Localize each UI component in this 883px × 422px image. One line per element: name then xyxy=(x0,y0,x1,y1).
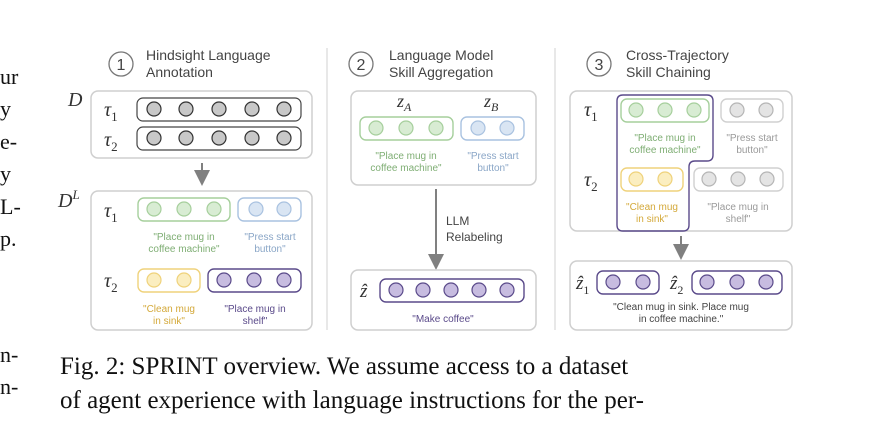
state-dots xyxy=(605,274,651,290)
skill-annotation: "Place mug in xyxy=(634,133,695,144)
skill-annotation: "Clean mug xyxy=(626,202,678,213)
skill-annotation: "Clean mug xyxy=(143,304,195,315)
chained-skill-annotation: in coffee machine." xyxy=(639,314,724,325)
skill-annotation: "Place mug in xyxy=(224,304,285,315)
state-dots xyxy=(388,282,515,298)
latent-label: zA xyxy=(396,91,412,114)
margin-fragment: ur xyxy=(0,64,19,89)
state-dots xyxy=(699,274,774,290)
panel-3-title: Cross-Trajectory xyxy=(626,47,729,63)
panel-1: 1 Hindsight Language Annotation D τ1 τ2 … xyxy=(57,47,313,331)
traj-label: τ1 xyxy=(104,200,118,225)
panel-3-number: 3 xyxy=(595,57,604,74)
state-dots xyxy=(216,272,292,288)
aggregated-latent-label: ẑ xyxy=(359,281,368,302)
panel-1-title-line2: Annotation xyxy=(146,64,213,80)
skill-annotation: "Place mug in xyxy=(153,232,214,243)
state-dots xyxy=(701,171,775,187)
state-dots xyxy=(368,120,444,136)
skill-annotation: "Press start xyxy=(244,232,296,243)
traj-label: τ1 xyxy=(104,99,118,124)
state-dots xyxy=(146,130,292,146)
skill-annotation: coffee machine" xyxy=(370,163,442,174)
panel-number-circle xyxy=(348,51,374,77)
chained-latent-label: ẑ2 xyxy=(669,273,683,297)
relabeled-dataset-label: DL xyxy=(57,187,80,212)
relabeled-dataset-box xyxy=(90,190,313,331)
state-dots xyxy=(146,101,292,117)
panel-3: 3 Cross-Trajectory Skill Chaining τ1 τ2 … xyxy=(569,47,793,331)
arrow-label: Relabeling xyxy=(446,230,503,244)
figure-caption: Fig. 2: SPRINT overview. We assume acces… xyxy=(60,350,860,418)
margin-fragment: L- xyxy=(0,194,21,219)
skill-annotation: button" xyxy=(736,145,768,156)
panel-2-title: Language Model xyxy=(389,47,493,63)
state-dots xyxy=(628,102,702,118)
margin-fragment: n- xyxy=(0,374,19,399)
skill-annotation: "Press start xyxy=(467,151,519,162)
margin-fragment: e- xyxy=(0,129,18,154)
panel-2-title-line2: Skill Aggregation xyxy=(389,64,493,80)
traj-label: τ1 xyxy=(584,99,598,124)
chained-skill-annotation: "Clean mug in sink. Place mug xyxy=(613,302,749,313)
state-dots xyxy=(729,102,774,118)
aggregated-skill-annotation: "Make coffee" xyxy=(412,314,474,325)
chained-latent-label: ẑ1 xyxy=(575,273,589,297)
dataset-label: D xyxy=(67,89,83,111)
chained-skill-outline xyxy=(616,94,714,232)
panel-2: 2 Language Model Skill Aggregation zA zB… xyxy=(348,47,537,331)
state-dots xyxy=(470,120,515,136)
skill-annotation: shelf" xyxy=(726,214,751,225)
panel-number-circle xyxy=(108,51,134,77)
panel-number-circle xyxy=(586,51,612,77)
panel-3-title-line2: Skill Chaining xyxy=(626,64,711,80)
skill-annotation: shelf" xyxy=(243,316,268,327)
arrow-label: LLM xyxy=(446,214,469,228)
skill-annotation: in sink" xyxy=(153,316,185,327)
skill-annotation: coffee machine" xyxy=(629,145,701,156)
margin-fragment: n- xyxy=(0,342,19,367)
skill-annotation: "Press start xyxy=(726,133,778,144)
panel-1-number: 1 xyxy=(117,57,126,74)
state-dots xyxy=(628,171,673,187)
skill-annotation: coffee machine" xyxy=(148,244,220,255)
traj-label: τ2 xyxy=(104,129,118,154)
skill-annotation: button" xyxy=(477,163,509,174)
state-dots xyxy=(146,272,192,288)
skill-annotation: button" xyxy=(254,244,286,255)
skill-annotation: "Place mug in xyxy=(375,151,436,162)
latent-label: zB xyxy=(483,91,499,114)
panel-1-title: Hindsight Language xyxy=(146,47,271,63)
caption-line: of agent experience with language instru… xyxy=(60,387,644,414)
margin-fragment: p. xyxy=(0,226,17,251)
state-dots xyxy=(248,201,292,217)
margin-fragment: y xyxy=(0,96,11,121)
caption-line: Fig. 2: SPRINT overview. We assume acces… xyxy=(60,353,629,380)
traj-label: τ2 xyxy=(104,270,118,295)
state-dots xyxy=(146,201,222,217)
traj-label: τ2 xyxy=(584,169,598,194)
sprint-overview-diagram: 1 Hindsight Language Annotation D τ1 τ2 … xyxy=(57,47,793,331)
skill-annotation: in sink" xyxy=(636,214,668,225)
margin-fragment: y xyxy=(0,161,11,186)
panel-2-number: 2 xyxy=(357,57,366,74)
skill-annotation: "Place mug in xyxy=(707,202,768,213)
